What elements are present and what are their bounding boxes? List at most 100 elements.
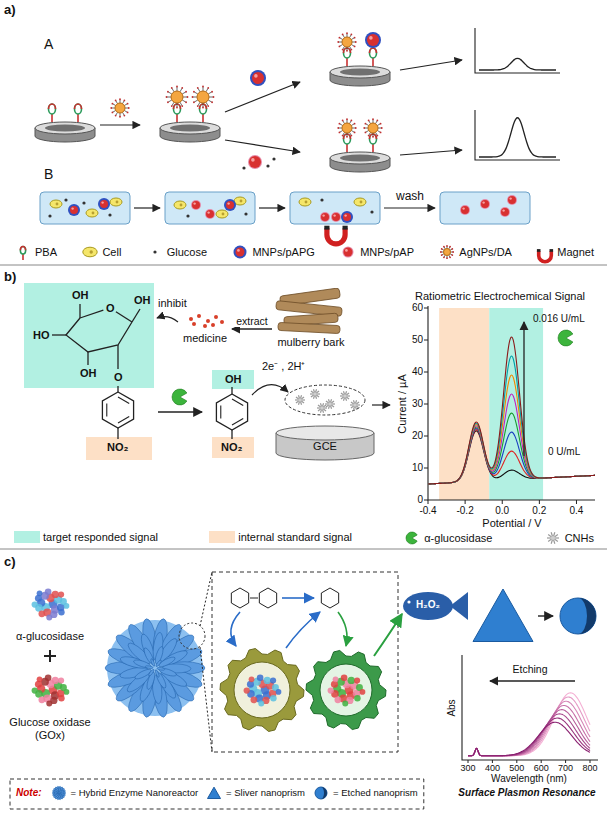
axis-tick-label: 400 (485, 763, 500, 773)
silver-nanoparticle (443, 256, 445, 258)
pba-symbol (75, 104, 82, 114)
magnet-symbol (537, 249, 553, 262)
mnp-pap (480, 199, 490, 209)
cell (110, 198, 122, 206)
nanoreactor-sphere (155, 669, 160, 677)
silver-nanoparticle (115, 100, 117, 102)
axis-tick-label: 300 (460, 763, 475, 773)
mnp-pap (248, 155, 262, 169)
silver-nanoprism (208, 787, 221, 798)
pba-symbol (370, 134, 377, 152)
cell (86, 209, 98, 217)
absorbance-curve (468, 705, 590, 755)
glucose-unit (231, 588, 248, 608)
protein-structure (37, 590, 43, 596)
cycle-arrow (286, 612, 320, 648)
mnp-pap (461, 206, 469, 214)
nanoreactor-sphere (58, 791, 60, 793)
nanoreactor-sphere (145, 665, 153, 669)
cell (305, 201, 308, 204)
mnp-papg (98, 198, 110, 210)
cell (90, 250, 93, 253)
absorbance-curve (468, 714, 590, 756)
axis-tick (424, 340, 428, 341)
mnp-pap (508, 196, 516, 204)
current-curve (428, 413, 595, 484)
absorbance-curve (468, 710, 590, 756)
protein-structure (64, 603, 70, 609)
cell (216, 210, 228, 218)
legend-item: Magnet (536, 245, 594, 260)
silver-nanoparticle (368, 135, 370, 137)
row-letter: B (44, 166, 53, 182)
mnp-pap (322, 214, 324, 216)
mnp-papg (238, 249, 241, 252)
protein-structure (58, 592, 64, 598)
nanohorn-region (285, 385, 365, 415)
axis-tick-label: 0.2 (532, 505, 546, 517)
silver-nanoparticle (166, 96, 168, 98)
mnp-pap (502, 209, 504, 211)
absorbance-curve (468, 697, 590, 756)
pba-symbol (202, 114, 204, 122)
cell (180, 204, 183, 207)
protein-structure (38, 696, 45, 703)
gear (220, 649, 304, 732)
enzyme-symbol (558, 330, 573, 346)
shaded-band (439, 308, 489, 500)
etched-nanoprism (560, 598, 596, 634)
process-arrow (372, 404, 390, 405)
protein-structure (342, 701, 348, 707)
cell (216, 210, 228, 218)
pba-symbol (370, 134, 377, 144)
silver-nanoparticle (123, 115, 125, 117)
axis-title: Potential / V (482, 517, 541, 530)
silver-nanoparticle (127, 103, 129, 105)
silver-nanoparticle (206, 102, 208, 106)
absorbance-curve (468, 693, 590, 756)
silver-nanoparticle (168, 100, 172, 102)
pba-symbol (49, 104, 56, 114)
legend-text: PBA (35, 246, 57, 259)
mnp-papg (250, 70, 266, 86)
silver-nanoparticle (354, 45, 356, 47)
legend-item: PBA (14, 245, 57, 260)
chart-axis (462, 655, 598, 760)
highlight-band (24, 283, 154, 388)
sugar-ring (66, 318, 132, 352)
shape (475, 28, 560, 73)
silver-nanoparticle (339, 131, 341, 133)
cell (222, 213, 225, 216)
protein-structure (354, 678, 360, 684)
atom-label: O (106, 302, 115, 315)
magnet-symbol (324, 226, 347, 244)
electrode-cylinder (276, 426, 374, 460)
legend-item: AgNPs/DA (438, 245, 512, 260)
protein-structure (250, 696, 257, 703)
mnp-papg (224, 199, 236, 211)
etched-nanoprism (560, 598, 596, 634)
electrode (35, 122, 95, 134)
silver-nanoparticle (181, 87, 183, 89)
pba-symbol (174, 104, 181, 114)
silver-nanoparticle (346, 136, 348, 138)
atom-label: OH (80, 367, 97, 380)
protein-structure (58, 678, 64, 684)
mnp-papg (341, 211, 353, 223)
pba-symbol (344, 48, 351, 58)
legend-symbol (146, 245, 164, 260)
pba-symbol (49, 104, 56, 122)
cell (83, 247, 97, 257)
bond (250, 598, 258, 599)
electrode (170, 125, 210, 132)
glucose-dot (320, 198, 323, 201)
bond (231, 430, 232, 439)
protein-structure (32, 588, 70, 620)
medicine-dot (206, 319, 210, 323)
glucose-dot (370, 210, 373, 213)
silver-nanoparticle (363, 127, 365, 129)
silver-nanoparticle (342, 123, 352, 133)
double-bond (106, 404, 107, 417)
node-text: medicine (183, 332, 227, 345)
enzyme-symbol (406, 532, 417, 544)
